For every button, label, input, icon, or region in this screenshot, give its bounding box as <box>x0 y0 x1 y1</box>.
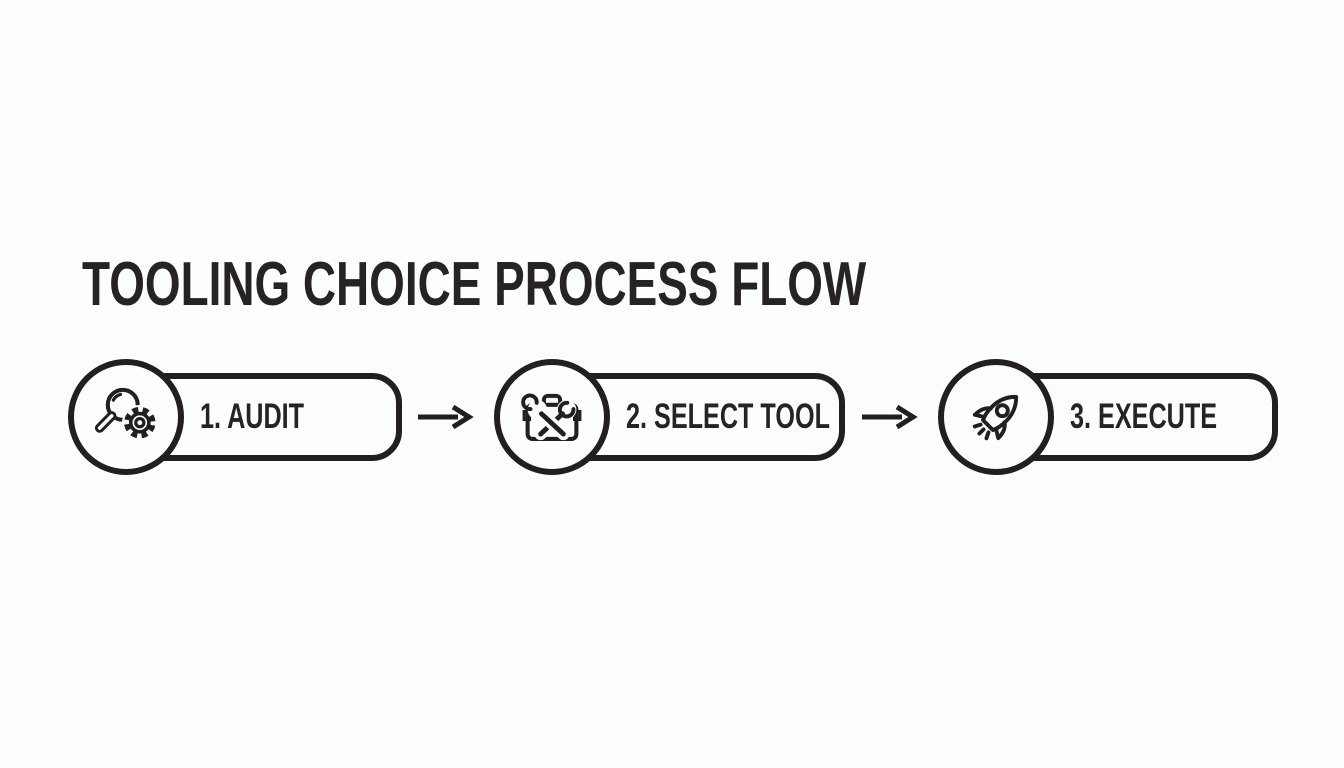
step-audit-badge <box>68 359 184 475</box>
step-execute-label: 3. EXECUTE <box>1070 397 1218 436</box>
arrow-right-icon <box>418 404 474 430</box>
arrow-right-icon <box>862 404 918 430</box>
step-select-tool-label: 2. SELECT TOOL <box>626 397 830 436</box>
rocket-icon <box>972 394 1019 441</box>
step-audit-label: 1. AUDIT <box>200 397 305 436</box>
page-title: TOOLING CHOICE PROCESS FLOW <box>82 249 867 319</box>
step-select-tool-badge <box>494 359 610 475</box>
magnifier-gear-icon <box>94 387 158 441</box>
step-execute-badge <box>938 359 1054 475</box>
toolbox-icon <box>521 393 582 441</box>
